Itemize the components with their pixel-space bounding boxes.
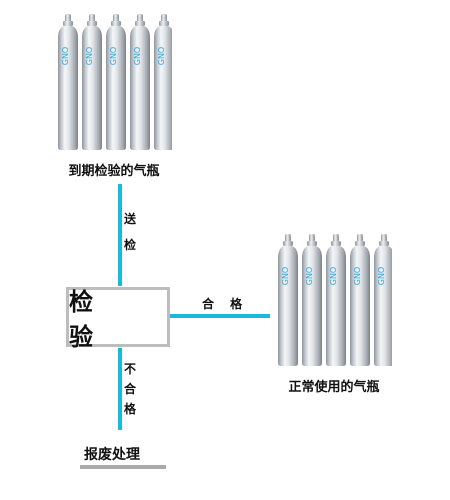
- top-cylinder-caption: 到期检验的气瓶: [68, 164, 160, 179]
- scrap-label: 报废处理: [84, 447, 140, 463]
- gas-cylinder-icon: GNO: [106, 14, 126, 150]
- gas-cylinder-icon: GNO: [302, 234, 322, 366]
- gas-cylinder-icon: GNO: [154, 14, 172, 150]
- fail-label-2: 合: [123, 382, 136, 396]
- inspection-box: 检 验: [66, 287, 170, 351]
- send-label-1: 送: [123, 212, 136, 226]
- scrap-underline: [80, 465, 166, 469]
- fail-label-3: 格: [123, 402, 136, 416]
- pass-connector-line: [170, 314, 270, 318]
- gas-cylinders-in-use-image: GNO GNO GNO GNO GNO: [278, 234, 392, 366]
- cylinder-label: GNO: [61, 47, 70, 65]
- right-cylinder-group: GNO GNO GNO GNO GNO: [276, 234, 392, 368]
- gas-cylinder-icon: GNO: [374, 234, 392, 366]
- gas-cylinder-icon: GNO: [82, 14, 102, 150]
- gas-cylinder-icon: GNO: [350, 234, 370, 366]
- send-connector-line: [118, 184, 122, 286]
- gas-cylinder-icon: GNO: [130, 14, 150, 150]
- cylinder-label: GNO: [353, 267, 362, 285]
- cylinder-label: GNO: [85, 47, 94, 65]
- cylinder-label: GNO: [157, 47, 166, 65]
- gas-cylinder-icon: GNO: [58, 14, 78, 150]
- gas-cylinder-icon: GNO: [278, 234, 298, 366]
- fail-label-1: 不: [123, 362, 136, 376]
- pass-label: 合 格: [202, 297, 249, 311]
- cylinder-label: GNO: [329, 267, 338, 285]
- cylinder-label: GNO: [281, 267, 290, 285]
- cylinder-label: GNO: [305, 267, 314, 285]
- cylinder-label: GNO: [109, 47, 118, 65]
- cylinder-label: GNO: [133, 47, 142, 65]
- gas-cylinders-due-inspection-image: GNO GNO GNO GNO GNO: [58, 14, 172, 150]
- top-cylinder-group: GNO GNO GNO GNO GNO: [56, 14, 172, 152]
- send-label-2: 检: [123, 238, 136, 252]
- cylinder-label: GNO: [377, 267, 386, 285]
- gas-cylinder-icon: GNO: [326, 234, 346, 366]
- right-cylinder-caption: 正常使用的气瓶: [288, 380, 380, 395]
- fail-connector-line: [118, 348, 122, 430]
